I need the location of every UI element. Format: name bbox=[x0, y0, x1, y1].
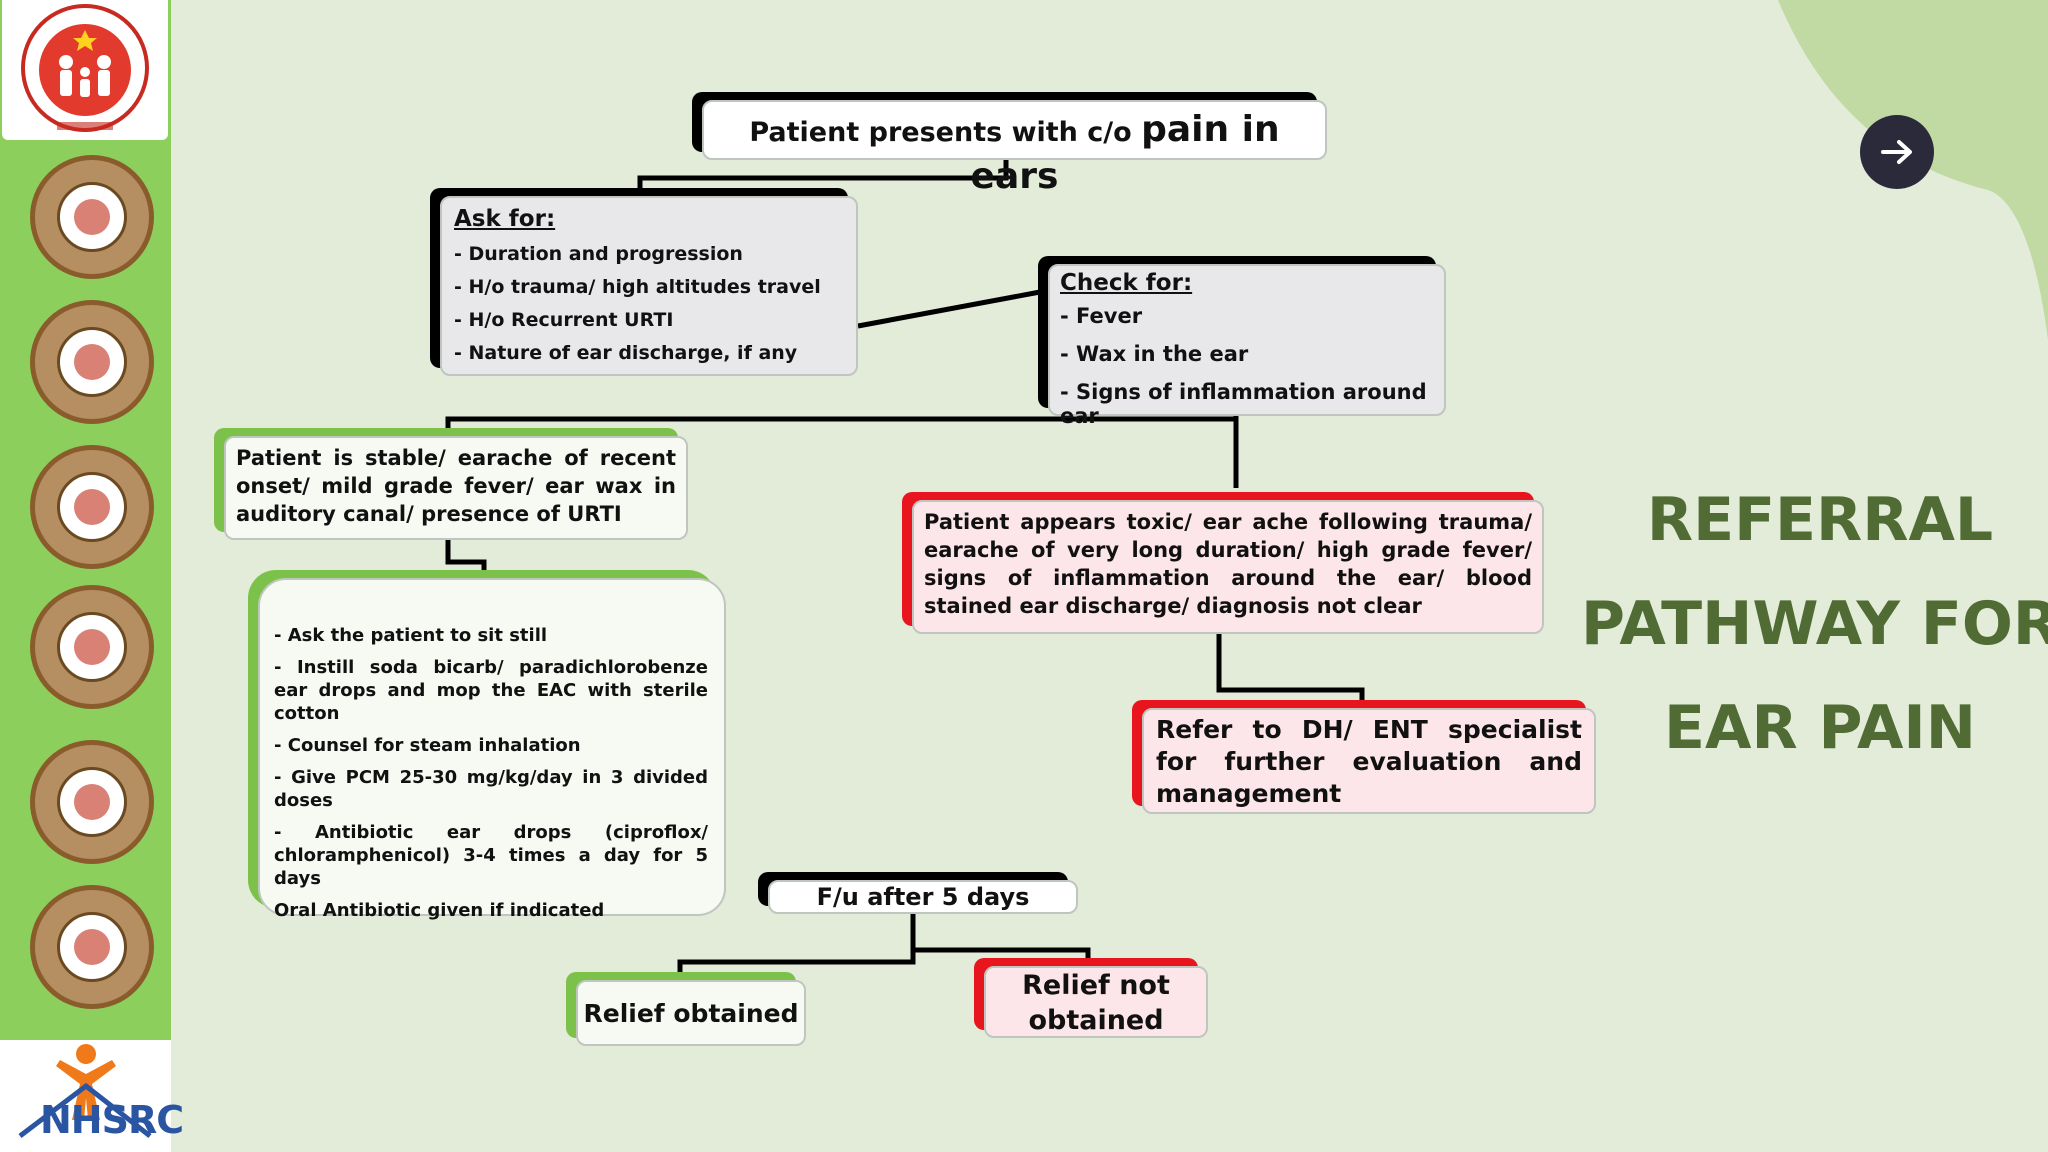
next-slide-button[interactable] bbox=[1860, 115, 1934, 189]
national-health-mission-logo bbox=[2, 0, 168, 140]
treatment-item: - Antibiotic ear drops (ciproflox/ chlor… bbox=[274, 822, 708, 889]
start-prefix: Patient presents with c/o bbox=[749, 117, 1142, 148]
toxic-patient-text: Patient appears toxic/ ear ache followin… bbox=[924, 510, 1532, 618]
followup-box: F/u after 5 days bbox=[768, 880, 1078, 914]
start-emphasis: pain in ears bbox=[970, 109, 1280, 197]
treatment-item: - Counsel for steam inhalation bbox=[274, 735, 581, 756]
title-line: EAR PAIN bbox=[1664, 693, 1976, 763]
treatment-item: - Instill soda bicarb/ paradichlorobenze… bbox=[274, 657, 708, 724]
title-line: PATHWAY FOR bbox=[1580, 589, 2048, 659]
stable-patient-box: Patient is stable/ earache of recent ons… bbox=[224, 436, 688, 540]
start-box: Patient presents with c/o pain in ears bbox=[702, 100, 1327, 197]
relief-not-obtained-text: Relief not obtained bbox=[1022, 970, 1170, 1036]
check-item: - Signs of inflammation around ear bbox=[1060, 380, 1427, 428]
corner-decoration bbox=[1778, 0, 2048, 340]
treatment-item: - Give PCM 25-30 mg/kg/day in 3 divided … bbox=[274, 767, 708, 811]
refer-text: Refer to DH/ ENT specialist for further … bbox=[1156, 715, 1582, 808]
toxic-patient-box: Patient appears toxic/ ear ache followin… bbox=[912, 500, 1544, 634]
sidebar: NHSRC bbox=[0, 0, 184, 1152]
check-item: - Fever bbox=[1060, 304, 1143, 328]
check-for-header: Check for: bbox=[1060, 270, 1193, 296]
followup-text: F/u after 5 days bbox=[816, 883, 1030, 911]
ask-item: - Nature of ear discharge, if any bbox=[454, 342, 798, 364]
check-item: - Wax in the ear bbox=[1060, 342, 1249, 366]
check-for-box: Check for: - Fever - Wax in the ear - Si… bbox=[1048, 264, 1446, 428]
family-icon bbox=[30, 300, 154, 424]
arrow-right-icon bbox=[1881, 140, 1912, 164]
slide-title: REFERRAL PATHWAY FOR EAR PAIN bbox=[1575, 468, 2048, 780]
bedside-care-icon bbox=[30, 885, 154, 1009]
ask-for-box: Ask for: - Duration and progression - H/… bbox=[440, 196, 858, 376]
consultation-icon bbox=[30, 155, 154, 279]
stable-patient-text: Patient is stable/ earache of recent ons… bbox=[236, 446, 676, 526]
group-icon bbox=[30, 445, 154, 569]
mother-child-icon bbox=[30, 585, 154, 709]
title-line: REFERRAL bbox=[1646, 485, 1994, 555]
ask-item: - Duration and progression bbox=[454, 243, 743, 265]
treatment-item: - Ask the patient to sit still bbox=[274, 625, 548, 646]
nhsrc-logo: NHSRC bbox=[0, 1040, 184, 1152]
relief-obtained-box: Relief obtained bbox=[576, 980, 806, 1046]
ask-for-header: Ask for: bbox=[454, 206, 556, 232]
ask-item: - H/o Recurrent URTI bbox=[454, 309, 674, 331]
treatment-item: Oral Antibiotic given if indicated bbox=[274, 900, 605, 921]
treatment-box: - Ask the patient to sit still - Instill… bbox=[258, 578, 726, 921]
refer-box: Refer to DH/ ENT specialist for further … bbox=[1142, 708, 1596, 814]
relief-obtained-text: Relief obtained bbox=[583, 999, 799, 1028]
ask-item: - H/o trauma/ high altitudes travel bbox=[454, 276, 821, 298]
relief-not-obtained-box: Relief not obtained bbox=[984, 966, 1208, 1038]
nhsrc-logo-text: NHSRC bbox=[40, 1098, 184, 1142]
caregiver-icon bbox=[30, 740, 154, 864]
